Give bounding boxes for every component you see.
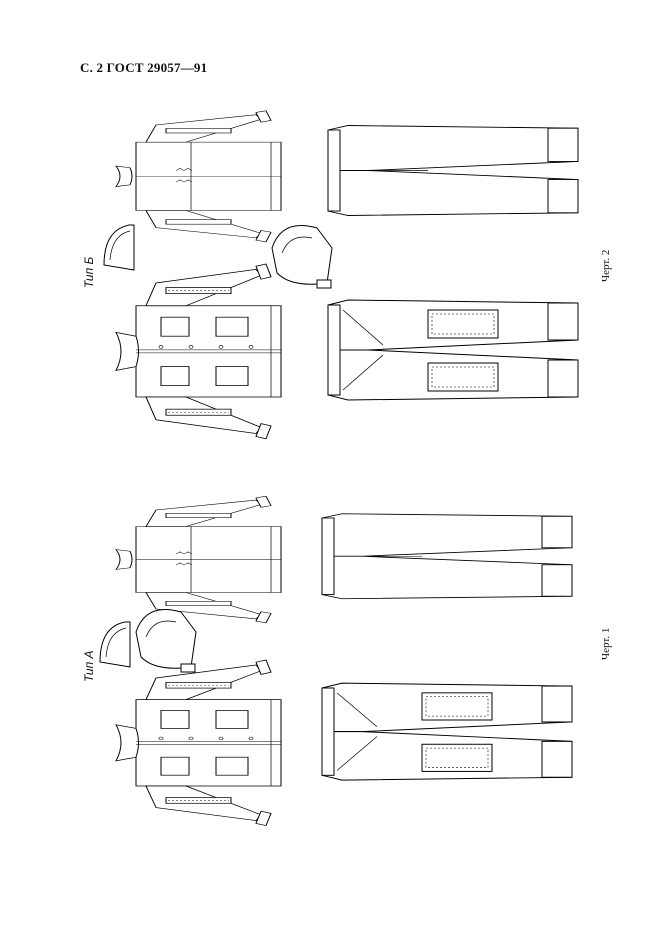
type-b-trousers-front <box>327 299 579 401</box>
type-b-jacket-front <box>115 263 282 440</box>
type-a-trousers-back <box>321 513 573 600</box>
type-a-jacket-back <box>115 495 282 624</box>
type-b-jacket-back <box>115 110 282 243</box>
type-a-trousers-front <box>321 682 573 781</box>
type-a-jacket-front <box>115 659 282 827</box>
type-b-hood <box>271 225 333 289</box>
page-header: С. 2 ГОСТ 29057—91 <box>80 60 208 75</box>
type-a-cap <box>99 621 131 668</box>
type-b-cap <box>103 224 135 271</box>
type-a-hood <box>135 609 197 673</box>
type-b-trousers-back <box>327 125 579 216</box>
